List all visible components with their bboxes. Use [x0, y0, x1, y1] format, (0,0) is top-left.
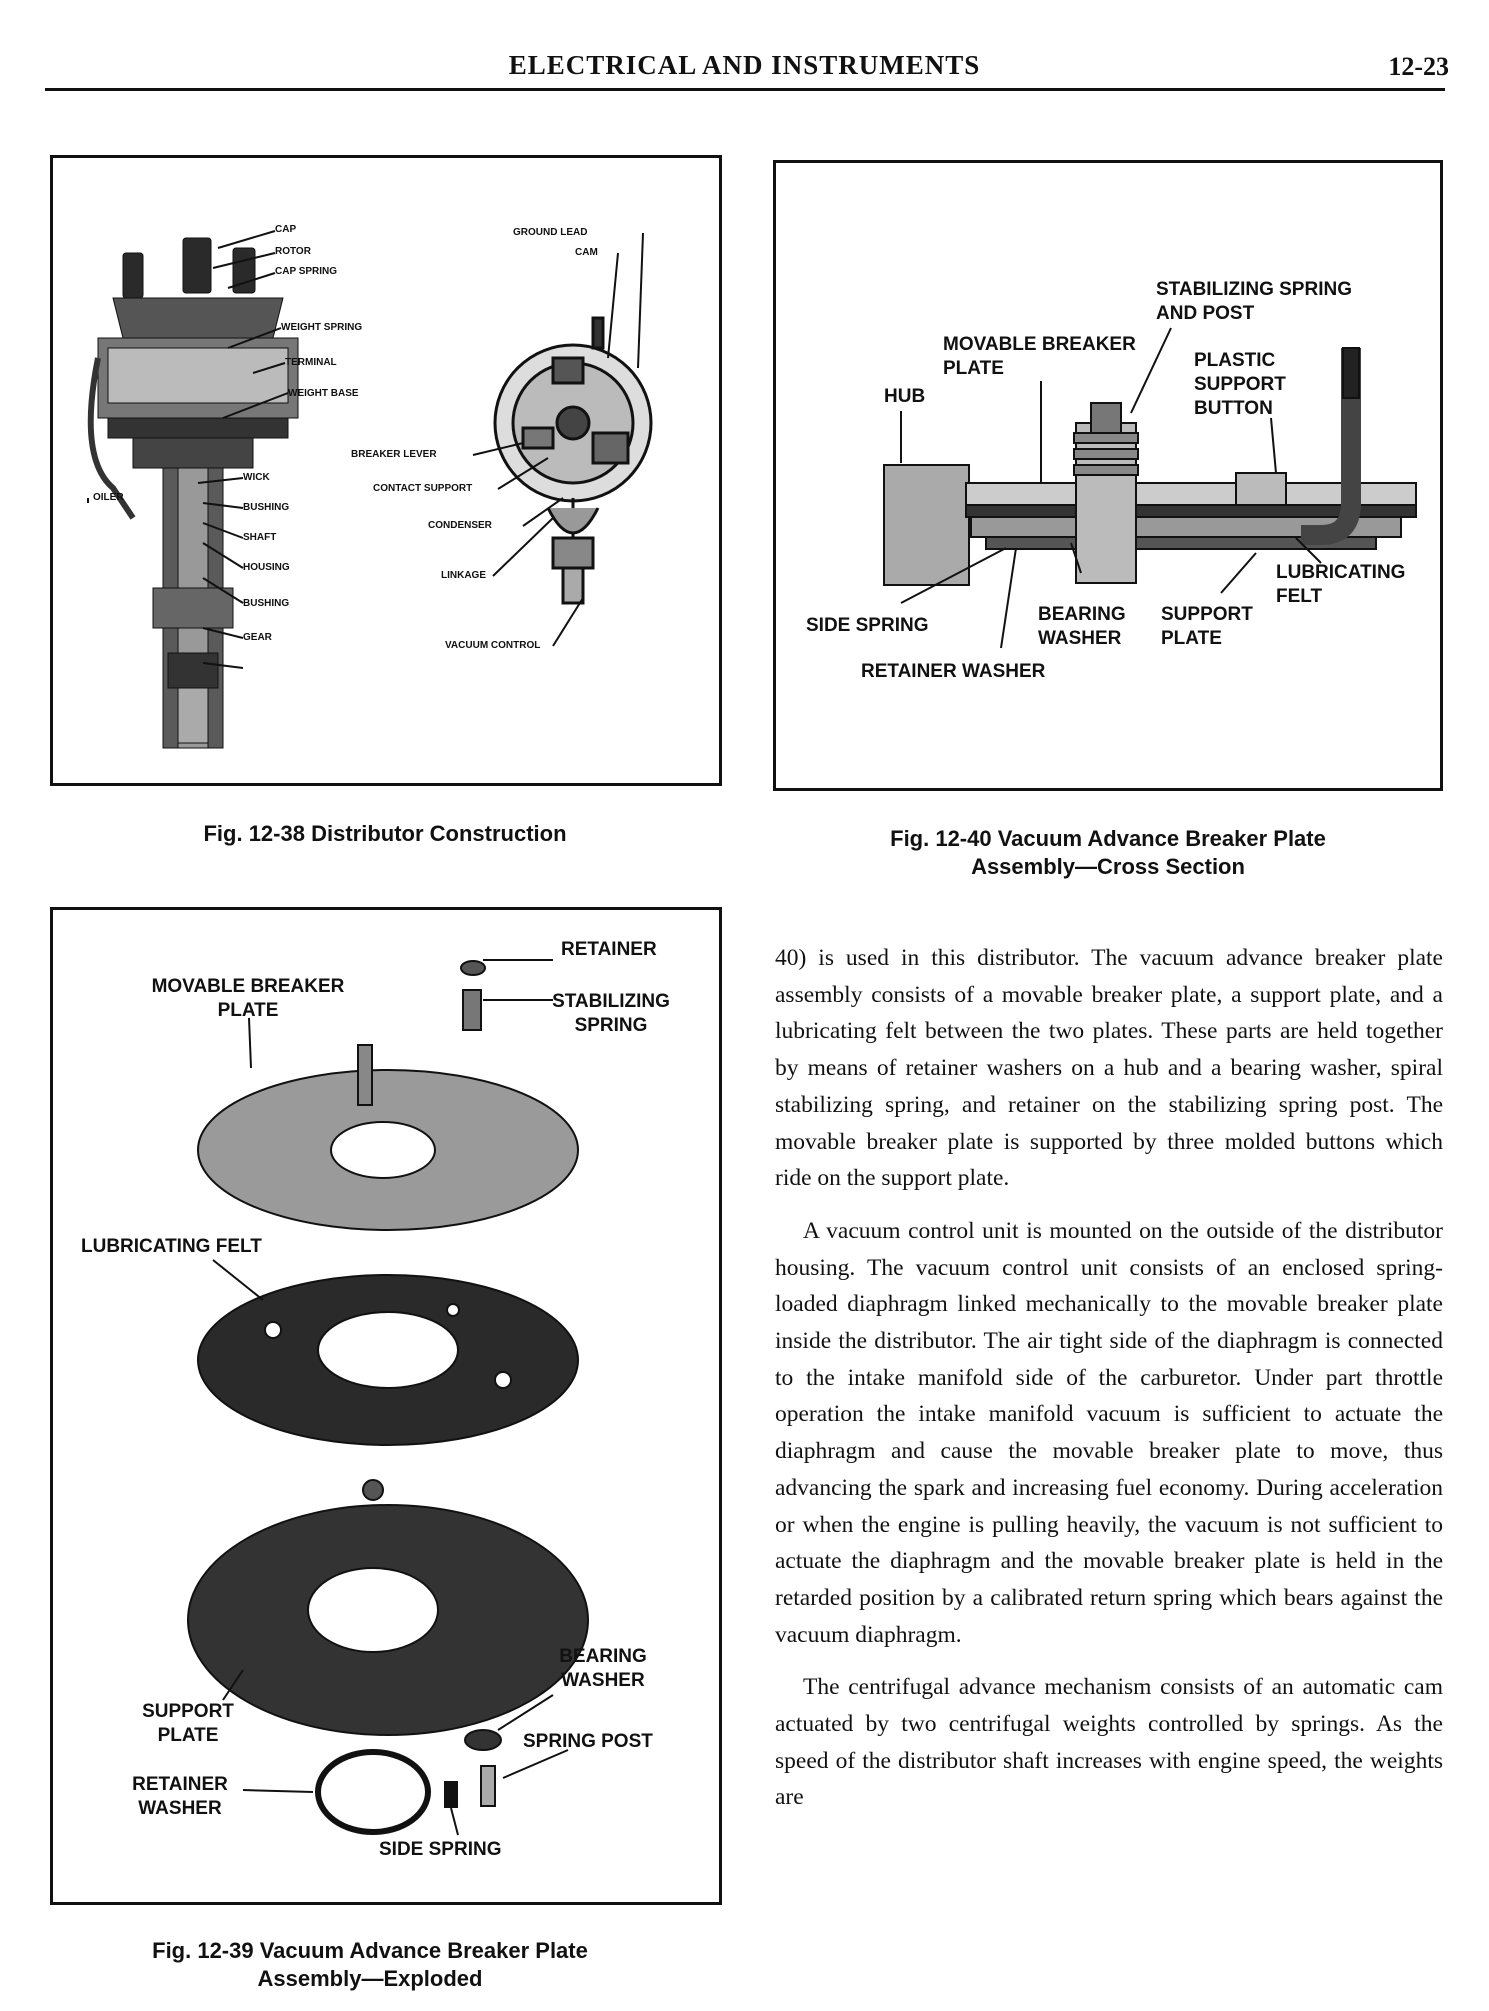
distributor-construction-illustration	[87, 230, 653, 749]
label-washer: WASHER	[1038, 628, 1122, 649]
label-support-button-1: SUPPORT	[1194, 374, 1286, 395]
label-stabilizing-spring-2: AND POST	[1156, 303, 1255, 324]
label-bushing-1: BUSHING	[243, 502, 290, 513]
label-movable-breaker: MOVABLE BREAKER	[151, 976, 345, 997]
label-retainer-washer: RETAINER WASHER	[861, 661, 1046, 682]
label-support-button-2: BUTTON	[1194, 398, 1273, 419]
label-movable-breaker-1: MOVABLE BREAKER	[943, 334, 1136, 355]
body-text-column: 40) is used in this distributor. The vac…	[775, 940, 1443, 1832]
label-spring: SPRING	[574, 1015, 648, 1036]
figure-12-38: CAP ROTOR CAP SPRING WEIGHT SPRING TERMI…	[50, 155, 722, 786]
figure-12-40: STABILIZING SPRING AND POST MOVABLE BREA…	[773, 160, 1443, 791]
paragraph-3: The centrifugal advance mechanism consis…	[775, 1674, 1443, 1811]
label-support: SUPPORT	[142, 1701, 234, 1722]
label-ground-lead: GROUND LEAD	[513, 227, 588, 238]
label-bearing: BEARING	[559, 1646, 647, 1667]
label-hub: HUB	[884, 386, 926, 407]
label-contact-support: CONTACT SUPPORT	[373, 483, 473, 494]
label-terminal: TERMINAL	[285, 357, 337, 368]
label-lubricating-felt: LUBRICATING FELT	[81, 1236, 262, 1257]
label-retainer-washer: WASHER	[138, 1798, 222, 1819]
label-spring-post: SPRING POST	[523, 1731, 653, 1752]
exploded-illustration	[187, 959, 589, 1836]
label-bearing: BEARING	[1038, 604, 1126, 625]
label-side-spring: SIDE SPRING	[379, 1839, 502, 1860]
figure-12-39-caption-line-1: Fig. 12-39 Vacuum Advance Breaker Plate	[152, 1938, 588, 1963]
label-plate: PLATE	[217, 1000, 279, 1021]
label-lubricating: LUBRICATING	[1276, 562, 1406, 583]
label-vacuum-control: VACUUM CONTROL	[445, 640, 541, 651]
label-condenser: CONDENSER	[428, 520, 492, 531]
label-housing: HOUSING	[243, 562, 290, 573]
label-rotor: ROTOR	[275, 246, 311, 257]
paragraph-2: A vacuum control unit is mounted on the …	[775, 1217, 1443, 1648]
cross-section-illustration	[883, 327, 1417, 649]
label-cap-spring: CAP SPRING	[275, 266, 338, 277]
label-cap: CAP	[275, 224, 297, 235]
label-bushing-2: BUSHING	[243, 598, 290, 609]
label-shaft: SHAFT	[243, 532, 277, 543]
label-movable-breaker-2: PLATE	[943, 358, 1004, 379]
label-side-spring: SIDE SPRING	[806, 615, 929, 636]
label-weight-base: WEIGHT BASE	[288, 388, 359, 399]
label-stabilizing: STABILIZING	[552, 991, 670, 1012]
figure-12-39: RETAINER STABILIZING SPRING MOVABLE BREA…	[50, 907, 722, 1905]
label-breaker-lever: BREAKER LEVER	[351, 449, 437, 460]
figure-12-38-caption: Fig. 12-38 Distributor Construction	[203, 821, 567, 846]
label-retainer-2: RETAINER	[132, 1774, 228, 1795]
page-header-title: ELECTRICAL AND INSTRUMENTS	[508, 50, 981, 80]
label-support: SUPPORT	[1161, 604, 1253, 625]
label-weight-spring: WEIGHT SPRING	[281, 322, 363, 333]
header-rule	[45, 88, 1445, 91]
figure-12-40-caption-line-1: Fig. 12-40 Vacuum Advance Breaker Plate	[890, 826, 1326, 851]
figure-12-40-caption-line-2: Assembly—Cross Section	[971, 854, 1245, 879]
label-wick: WICK	[243, 472, 270, 483]
label-oiler: OILER	[93, 492, 124, 503]
label-washer: WASHER	[561, 1670, 645, 1691]
paragraph-1: 40) is used in this distributor. The vac…	[775, 945, 1443, 1192]
label-retainer: RETAINER	[561, 939, 657, 960]
label-plastic: PLASTIC	[1194, 350, 1276, 371]
label-felt: FELT	[1276, 586, 1323, 607]
figure-12-39-caption-line-2: Assembly—Exploded	[257, 1966, 483, 1991]
label-support-plate: PLATE	[157, 1725, 219, 1746]
label-gear: GEAR	[243, 632, 272, 643]
label-plate: PLATE	[1161, 628, 1222, 649]
label-linkage: LINKAGE	[441, 570, 486, 581]
label-stabilizing-spring-1: STABILIZING SPRING	[1156, 279, 1352, 300]
label-cam: CAM	[575, 247, 598, 258]
page-number: 12-23	[1388, 52, 1449, 81]
